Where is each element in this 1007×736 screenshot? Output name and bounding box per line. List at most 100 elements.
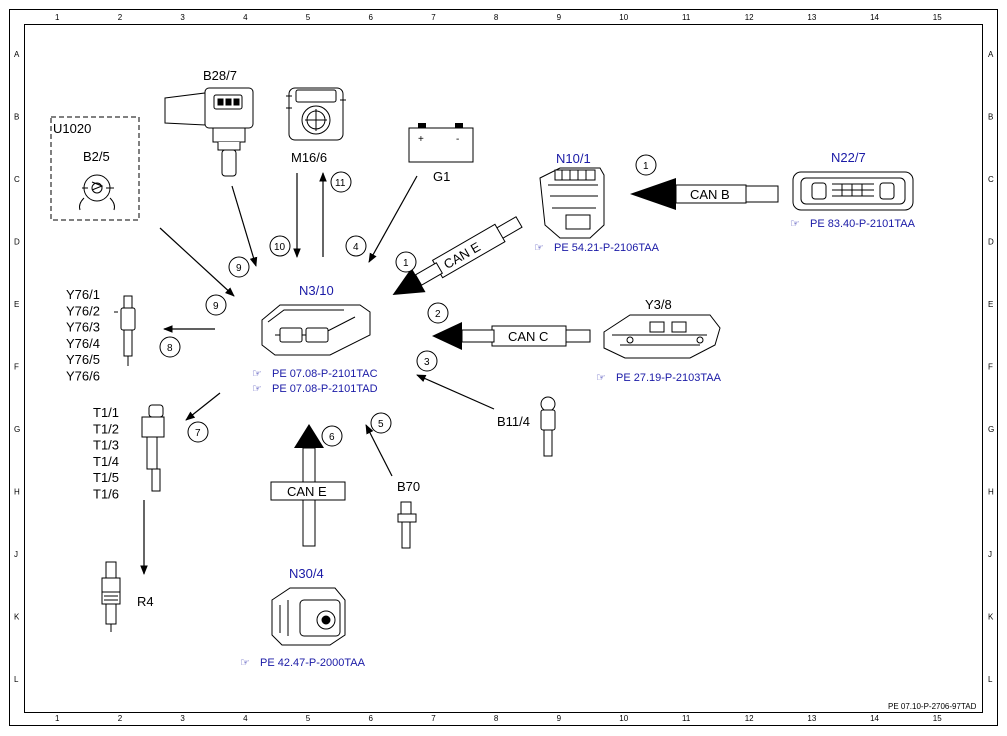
svg-text:10: 10 <box>274 242 286 253</box>
arrow-u1020-to-n3-10 <box>159 227 235 297</box>
u1020-label: U1020 <box>53 121 91 136</box>
grid-column-label: 9 <box>557 714 562 723</box>
grid-column-label: 5 <box>306 13 311 22</box>
m16-6-throttle-actuator-icon <box>286 87 346 141</box>
t1-label: T1/4 <box>93 454 119 469</box>
n22-7-climate-control-panel-icon <box>792 171 914 211</box>
n22-7-component: N22/7 ☞ PE 83.40-P-2101TAA <box>790 150 916 230</box>
grid-column-label: 11 <box>682 13 691 22</box>
arrow-b11-4-to-n3-10 <box>416 374 495 410</box>
grid-row-label: B <box>14 113 19 122</box>
svg-text:2: 2 <box>435 309 441 320</box>
grid-column-label: 13 <box>807 714 816 723</box>
n10-1-ref-icon: ☞ <box>534 242 544 254</box>
signal-11: 11 <box>330 171 352 193</box>
b2-5-label: B2/5 <box>83 149 110 164</box>
grid-row-label: E <box>988 300 993 309</box>
signal-10: 10 <box>269 235 291 257</box>
u1020-module: U1020 B2/5 <box>50 116 140 221</box>
ignition-coil-icon <box>141 404 165 492</box>
grid-row-label: L <box>988 675 993 684</box>
signal-arrows <box>140 172 495 575</box>
can-b-label: CAN B <box>690 187 730 202</box>
signal-1-left: 1 <box>395 251 417 273</box>
arrow-n3-10-to-t1 <box>185 392 221 421</box>
grid-column-label: 6 <box>369 714 374 723</box>
n30-4-esp-unit-icon <box>271 587 346 646</box>
can-e-n30-label: CAN E <box>287 484 327 499</box>
grid-column-label: 15 <box>933 13 942 22</box>
grid-row-label: D <box>14 238 20 247</box>
y3-8-ref-text: PE 27.19-P-2103TAA <box>616 372 722 384</box>
svg-text:8: 8 <box>167 343 173 354</box>
grid-column-label: 3 <box>180 13 185 22</box>
signal-6: 6 <box>321 425 343 447</box>
b70-component: B70 <box>397 479 420 549</box>
t1-label: T1/1 <box>93 405 119 420</box>
outer-frame <box>9 9 998 726</box>
t1-label: T1/6 <box>93 487 119 502</box>
svg-text:11: 11 <box>335 178 346 189</box>
grid-row-label: F <box>988 363 993 372</box>
n30-4-ref: ☞ PE 42.47-P-2000TAA <box>240 657 366 669</box>
svg-text:1: 1 <box>403 258 409 269</box>
n3-10-ref-b: ☞ PE 07.08-P-2101TAD <box>252 383 378 395</box>
n10-1-ref-text: PE 54.21-P-2106TAA <box>554 242 660 254</box>
grid-column-label: 13 <box>807 13 816 22</box>
grid-column-label: 4 <box>243 13 248 22</box>
signal-7: 7 <box>187 421 209 443</box>
grid-row-label: J <box>14 550 18 559</box>
svg-text:5: 5 <box>378 419 384 430</box>
grid-column-label: 15 <box>933 714 942 723</box>
n22-7-ref-text: PE 83.40-P-2101TAA <box>810 218 916 230</box>
battery-icon: + - <box>408 123 474 163</box>
svg-text:4: 4 <box>353 242 359 253</box>
n22-7-label: N22/7 <box>831 150 866 165</box>
can-c-bus: CAN C <box>432 322 591 350</box>
y3-8-ref-icon: ☞ <box>596 372 606 384</box>
t1-label: T1/3 <box>93 438 119 453</box>
u1020-dashed-box <box>50 116 140 221</box>
y76-label: Y76/2 <box>66 303 100 318</box>
grid-row-label: K <box>14 613 20 622</box>
svg-text:1: 1 <box>643 161 649 172</box>
grid-row-label: H <box>988 488 994 497</box>
arrow-b28-7-to-n3-10 <box>231 185 258 267</box>
grid-row-label: C <box>988 175 994 184</box>
grid-column-label: 14 <box>870 13 879 22</box>
grid-column-label: 4 <box>243 714 248 723</box>
n3-10-ref-a-icon: ☞ <box>252 368 262 380</box>
signal-9-lower: 9 <box>205 294 227 316</box>
spark-plug-icon <box>101 561 121 632</box>
grid-row-label: K <box>988 613 994 622</box>
grid-column-label: 3 <box>180 714 185 723</box>
grid-row-label: H <box>14 488 20 497</box>
grid-column-label: 14 <box>870 714 879 723</box>
grid-column-label: 2 <box>118 714 123 723</box>
b70-crankshaft-sensor-icon <box>397 501 417 549</box>
y76-label: Y76/1 <box>66 287 100 302</box>
can-c-label: CAN C <box>508 329 548 344</box>
arrow-b70-to-n3-10 <box>365 424 393 477</box>
grid-column-label: 7 <box>431 714 436 723</box>
signal-9-upper: 9 <box>228 256 250 278</box>
t1-ignition-coils: T1/1T1/2T1/3T1/4T1/5T1/6 <box>93 404 165 502</box>
signal-4: 4 <box>345 235 367 257</box>
signal-2: 2 <box>427 302 449 324</box>
grid-column-label: 7 <box>431 13 436 22</box>
n3-10-engine-control-unit-icon <box>261 304 371 356</box>
n10-1-component: N10/1 ☞ PE 54.21-P-2106TAA <box>534 151 660 254</box>
grid-column-label: 10 <box>619 13 628 22</box>
svg-text:7: 7 <box>195 428 201 439</box>
grid-column-label: 2 <box>118 13 123 22</box>
grid-row-label: J <box>988 550 992 559</box>
can-b-bus: CAN B <box>630 178 779 210</box>
r4-component: R4 <box>101 561 154 632</box>
grid-row-label: B <box>988 113 993 122</box>
